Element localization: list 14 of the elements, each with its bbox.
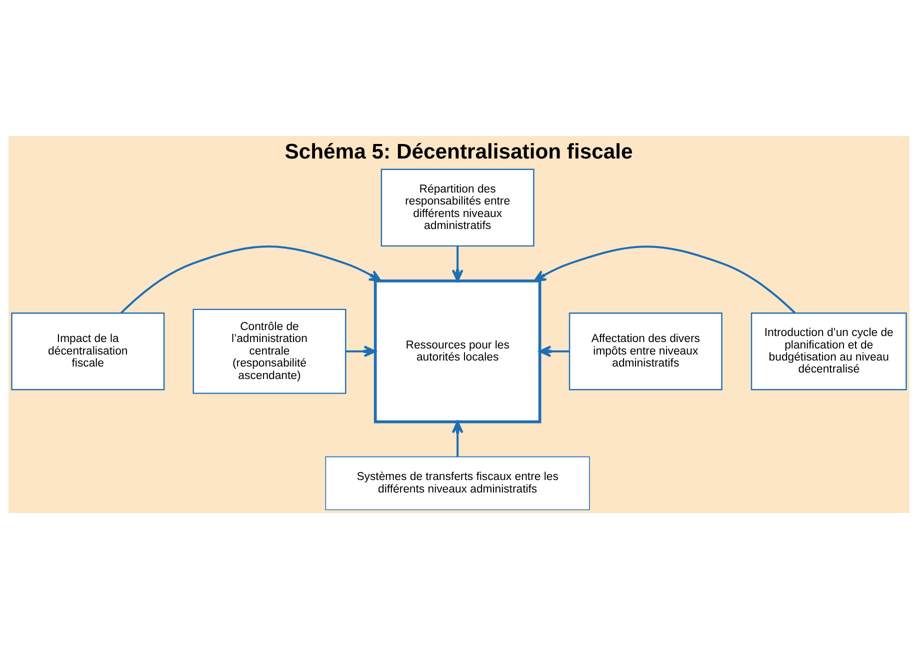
arrow [452,246,464,282]
node-box: Impact de la décentralisation fiscale [11,312,165,390]
node-box: Introduction d’un cycle de planification et de budgétisation au niveau décentralisé [750,312,907,390]
node-box: Affectation des divers impôts entre niveaux administratifs [568,312,722,390]
arrow [346,345,376,357]
arrow [120,245,382,314]
node-box: Systèmes de transferts fiscaux entre les différents niveaux administratifs [325,456,590,510]
node-box: Contrôle de l’administration centrale (responsabilité ascendante) [192,308,346,394]
diagram-title: Schéma 5: Décentralisation fiscale [284,140,633,164]
node-box: Répartition des responsabilités entre différents niveaux administratifs [380,168,534,246]
arrow [452,420,464,456]
node-box: Ressources pour les autorités locales [374,279,542,423]
arrow [534,245,796,314]
arrow [538,345,570,357]
